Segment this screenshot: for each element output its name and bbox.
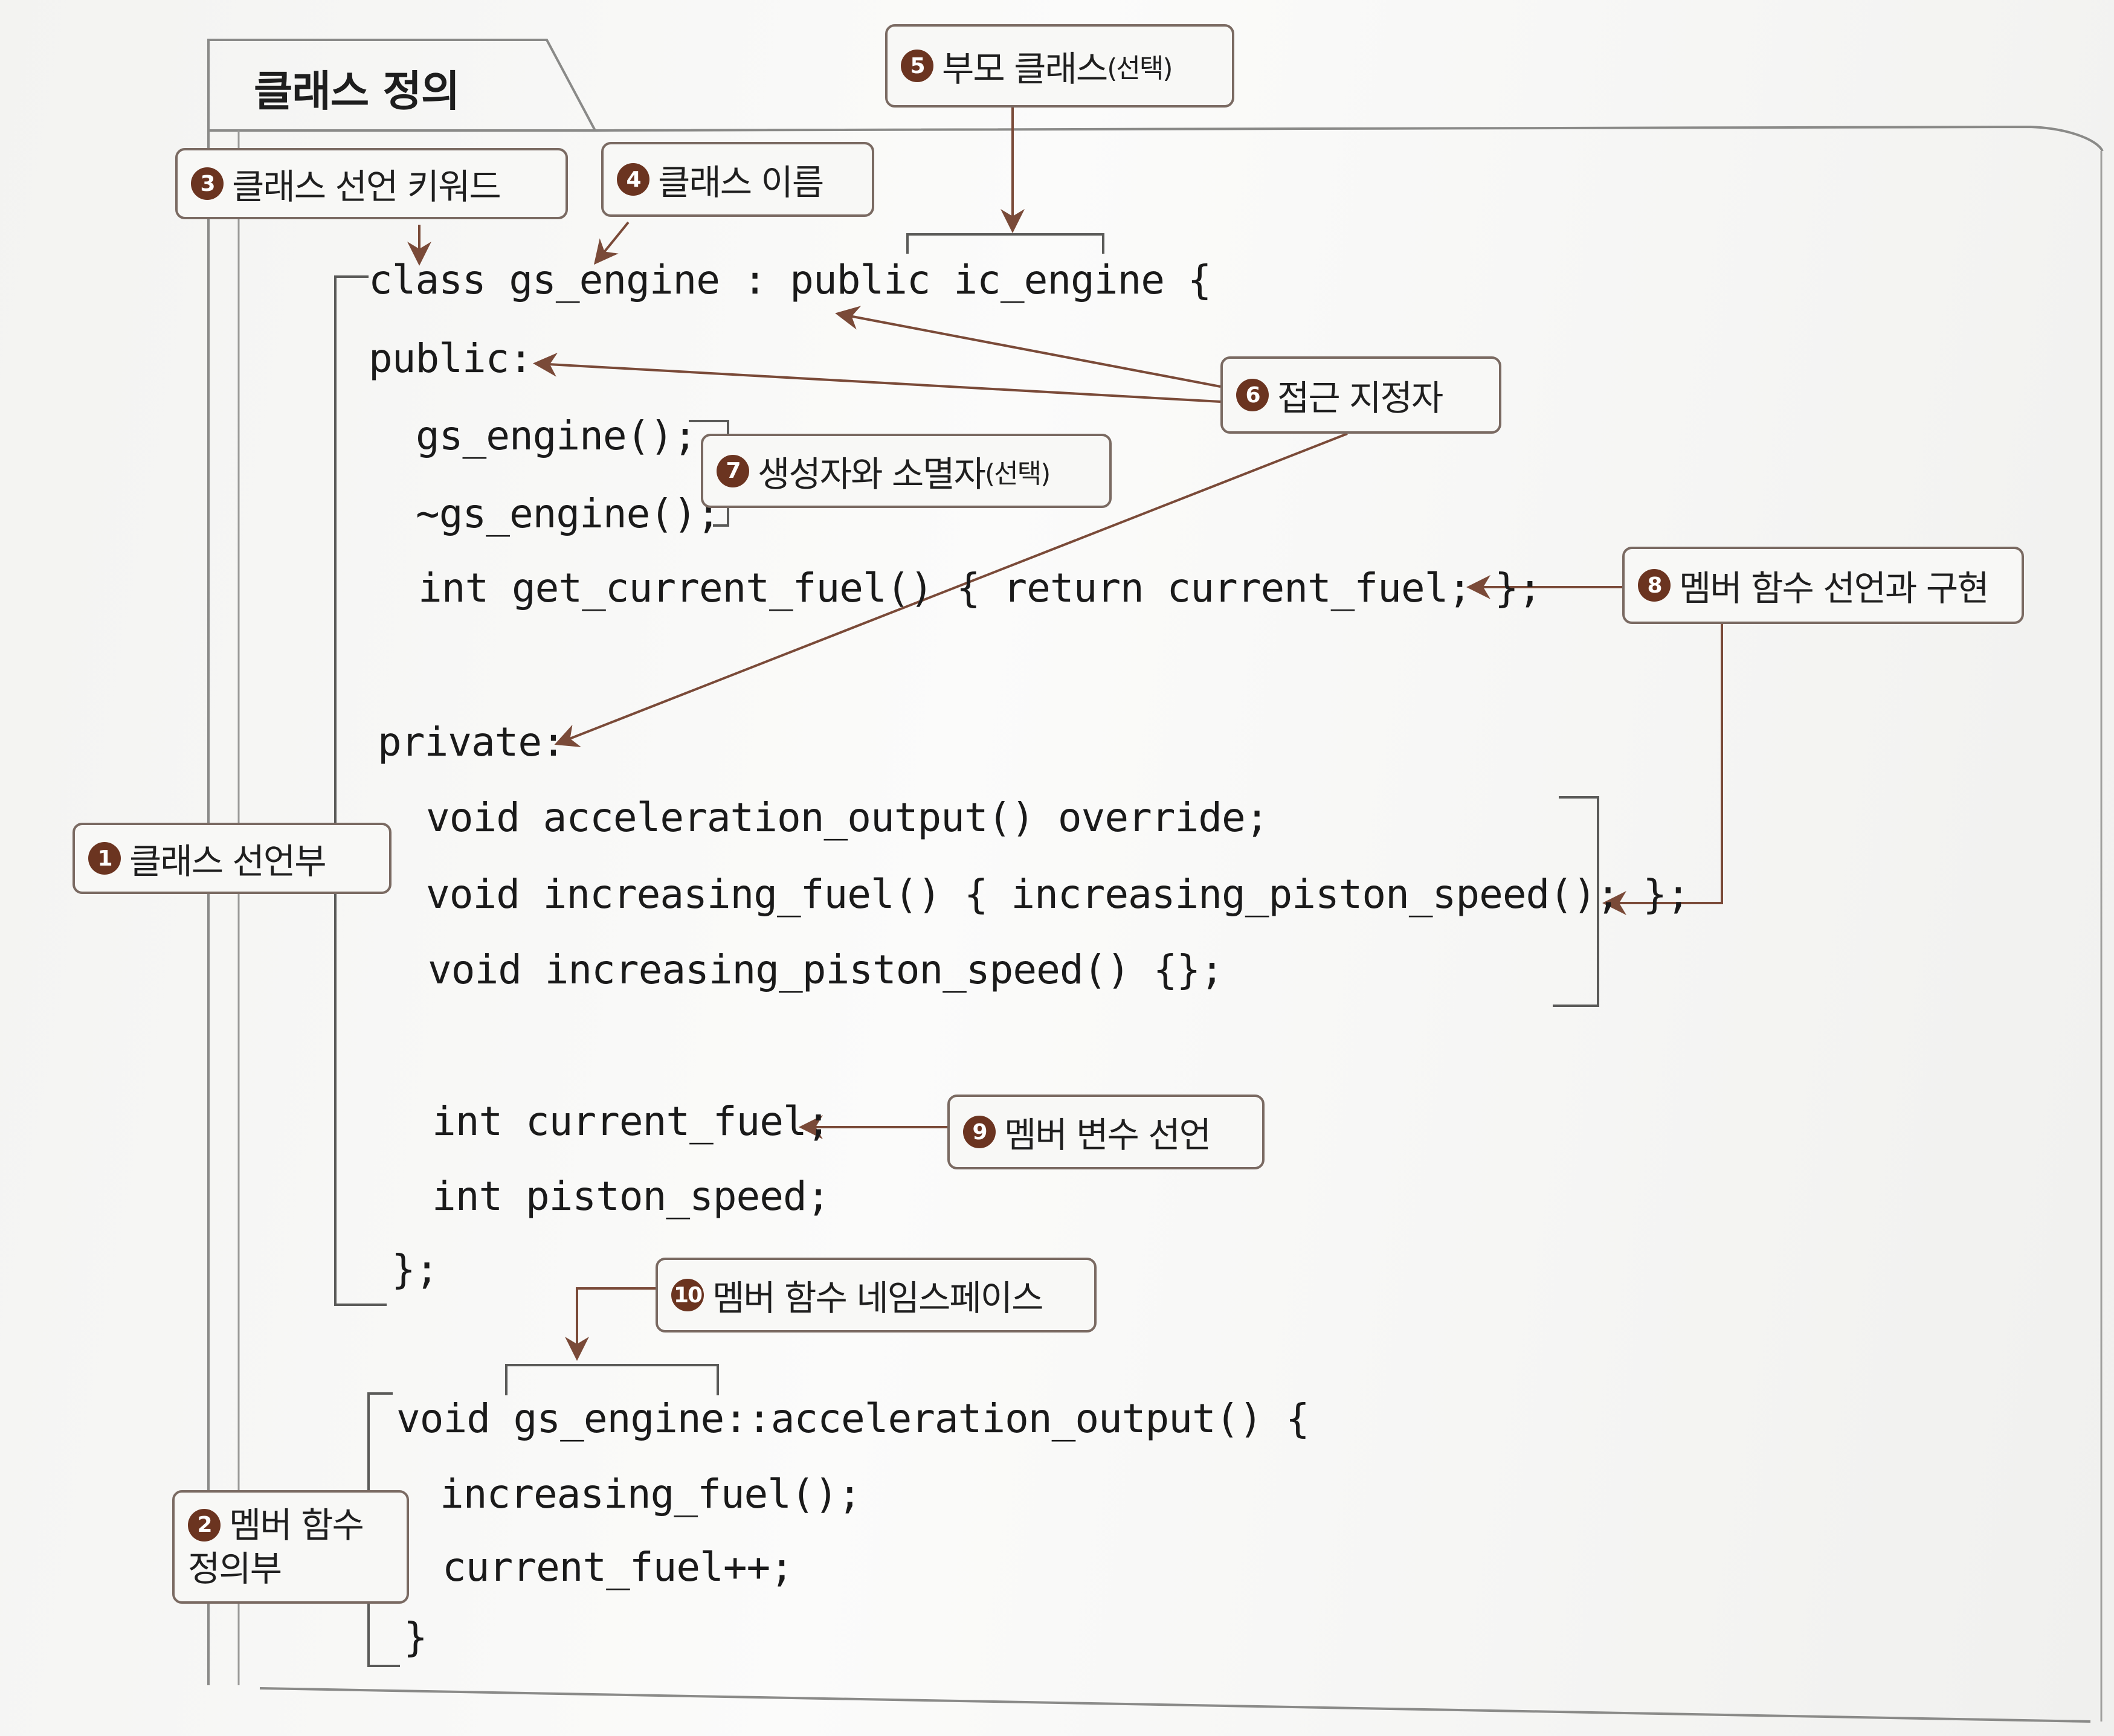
arrow-8-lower bbox=[1602, 622, 1723, 915]
code-line-definition-header: void gs_engine::acceleration_output() { bbox=[396, 1395, 1310, 1442]
callout-3-text: 클래스 선언 키워드 bbox=[232, 166, 501, 207]
callout-2-text-line1: 멤버 함수 bbox=[229, 1504, 364, 1546]
arrow-6-private bbox=[554, 432, 1348, 747]
title-tab bbox=[207, 39, 596, 131]
code-line-increasing-fuel: void increasing_fuel() { increasing_pist… bbox=[426, 871, 1690, 918]
arrow-10 bbox=[565, 1287, 656, 1361]
namespace-bracket bbox=[505, 1364, 719, 1395]
code-line-piston-speed: int piston_speed; bbox=[432, 1173, 831, 1220]
code-line-get-current-fuel: int get_current_fuel() { return current_… bbox=[418, 565, 1542, 611]
callout-member-function: 8 멤버 함수 선언과 구현 bbox=[1622, 547, 2024, 624]
callout-class-keyword: 3 클래스 선언 키워드 bbox=[175, 148, 568, 219]
callout-member-variable: 9 멤버 변수 선언 bbox=[947, 1095, 1265, 1169]
callout-member-namespace: 10 멤버 함수 네임스페이스 bbox=[656, 1258, 1097, 1333]
member-function-bracket bbox=[1553, 796, 1599, 1007]
badge-10: 10 bbox=[671, 1279, 704, 1311]
code-line-current-fuel-increment: current_fuel++; bbox=[442, 1544, 794, 1590]
badge-9: 9 bbox=[963, 1116, 996, 1148]
callout-10-text: 멤버 함수 네임스페이스 bbox=[712, 1278, 1043, 1319]
code-line-current-fuel: int current_fuel; bbox=[432, 1098, 831, 1145]
callout-ctor-dtor: 7 생성자와 소멸자 (선택) bbox=[701, 434, 1112, 508]
arrow-6-public-inherit bbox=[835, 306, 1221, 388]
diagram-title: 클래스 정의 bbox=[254, 66, 460, 116]
badge-8: 8 bbox=[1638, 569, 1671, 602]
code-line-destructor: ~gs_engine(); bbox=[416, 490, 721, 537]
code-line-public: public: bbox=[369, 335, 533, 382]
class-declaration-bracket bbox=[334, 275, 387, 1306]
callout-class-name: 4 클래스 이름 bbox=[601, 142, 874, 217]
callout-access-specifier: 6 접근 지정자 bbox=[1220, 356, 1501, 434]
frame-bottom-border bbox=[259, 1687, 2091, 1723]
callout-class-declaration: 1 클래스 선언부 bbox=[73, 823, 392, 894]
badge-2: 2 bbox=[188, 1508, 221, 1542]
code-line-class-end: }; bbox=[392, 1246, 439, 1293]
code-line-definition-end: } bbox=[404, 1614, 428, 1660]
arrow-6-public bbox=[533, 352, 1221, 403]
callout-5-text: 부모 클래스 bbox=[942, 48, 1108, 89]
badge-6: 6 bbox=[1236, 379, 1269, 411]
badge-7: 7 bbox=[717, 454, 749, 487]
arrow-4 bbox=[593, 221, 630, 265]
code-line-constructor: gs_engine(); bbox=[416, 413, 697, 459]
badge-3: 3 bbox=[191, 167, 224, 200]
parent-class-bracket bbox=[906, 233, 1104, 254]
badge-5: 5 bbox=[901, 50, 933, 82]
callout-9-text: 멤버 변수 선언 bbox=[1004, 1114, 1211, 1156]
callout-1-text: 클래스 선언부 bbox=[129, 841, 327, 882]
code-line-increasing-piston-speed: void increasing_piston_speed() {}; bbox=[428, 947, 1224, 993]
callout-member-definition: 2 멤버 함수 정의부 bbox=[172, 1490, 409, 1604]
callout-7-text: 생성자와 소멸자 bbox=[758, 453, 986, 495]
badge-1: 1 bbox=[88, 842, 121, 875]
code-line-class-header: class gs_engine : public ic_engine { bbox=[369, 257, 1211, 303]
code-line-private: private: bbox=[378, 719, 566, 765]
code-line-call-increasing-fuel: increasing_fuel(); bbox=[440, 1471, 862, 1517]
code-line-acceleration-output: void acceleration_output() override; bbox=[426, 794, 1269, 841]
callout-parent-class: 5 부모 클래스 (선택) bbox=[885, 24, 1234, 108]
callout-4-text: 클래스 이름 bbox=[658, 162, 824, 203]
callout-2-text-line2: 정의부 bbox=[188, 1548, 282, 1589]
badge-4: 4 bbox=[617, 163, 649, 196]
callout-7-suffix: (선택) bbox=[984, 458, 1051, 489]
callout-8-text: 멤버 함수 선언과 구현 bbox=[1679, 568, 1990, 609]
callout-6-text: 접근 지정자 bbox=[1277, 378, 1443, 419]
callout-5-suffix: (선택) bbox=[1107, 53, 1173, 84]
outer-frame bbox=[208, 125, 2104, 152]
